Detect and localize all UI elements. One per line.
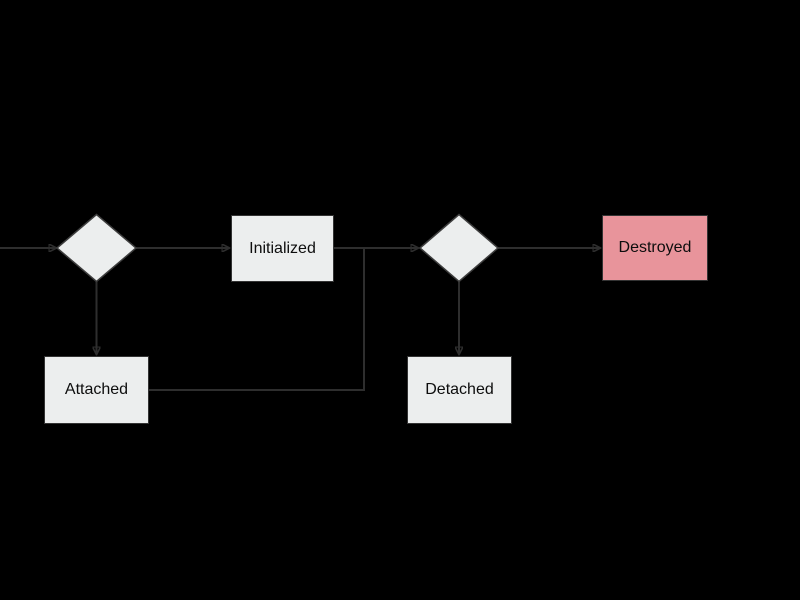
- choice-diamond-2: [418, 213, 500, 283]
- state-detached-label: Detached: [425, 381, 494, 398]
- state-attached: Attached: [44, 356, 149, 424]
- state-initialized-label: Initialized: [249, 239, 316, 257]
- state-destroyed-label: Destroyed: [618, 239, 692, 256]
- edge-attached-to-choice2: [149, 248, 365, 391]
- state-destroyed: Destroyed: [602, 215, 708, 281]
- choice-diamond-1: [55, 213, 138, 283]
- state-initialized: Initialized: [231, 215, 334, 282]
- state-detached: Detached: [407, 356, 512, 424]
- state-attached-label: Attached: [64, 381, 129, 398]
